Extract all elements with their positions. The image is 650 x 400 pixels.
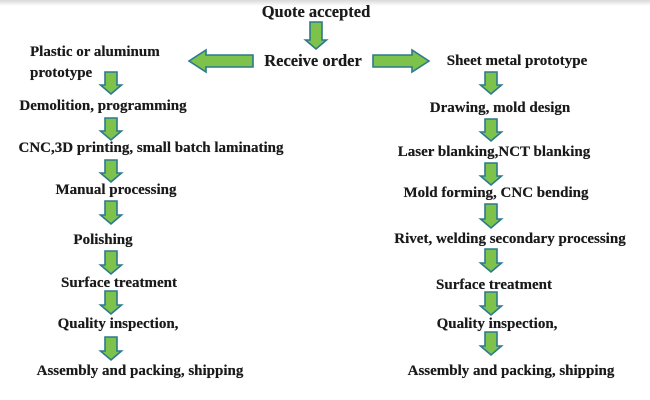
node-right-step-3: Mold forming, CNC bending [403,185,589,201]
node-left-title-line2: prototype [30,65,93,81]
node-left-step-5: Surface treatment [61,275,177,291]
node-right-step-1: Drawing, mold design [429,100,571,116]
down-arrow-icon [478,118,504,143]
down-arrow-icon [98,290,124,316]
down-arrow-icon [98,117,124,142]
node-right-step-2: Laser blanking,NCT blanking [397,144,591,160]
top-shade [0,0,650,6]
node-left-step-1: Demolition, programming [19,98,187,114]
node-receive-order: Receive order [264,51,362,70]
node-right-step-6: Quality inspection, [436,316,558,332]
down-arrow-icon [98,159,124,184]
down-arrow-icon [478,162,504,187]
node-left-title-line1: Plastic or aluminum [30,44,160,60]
node-left-step-7: Assembly and packing, shipping [36,363,244,379]
right-arrow-icon [372,48,431,74]
down-arrow-icon [98,336,124,362]
node-right-step-7: Assembly and packing, shipping [407,363,615,379]
node-left-step-6: Quality inspection, [57,316,179,332]
left-arrow-icon [187,48,254,74]
down-arrow-icon [303,21,329,51]
node-quote-accepted: Quote accepted [261,2,371,21]
down-arrow-icon [478,71,504,96]
node-right-title: Sheet metal prototype [446,53,588,69]
down-arrow-icon [98,250,124,276]
down-arrow-icon [478,203,504,230]
down-arrow-icon [98,71,124,96]
node-left-step-3: Manual processing [55,182,177,198]
down-arrow-icon [478,248,504,274]
node-right-step-5: Surface treatment [436,277,552,293]
node-right-step-4: Rivet, welding secondary processing [394,231,626,247]
node-left-step-4: Polishing [73,232,133,248]
down-arrow-icon [478,331,504,357]
node-left-step-2: CNC,3D printing, small batch laminating [18,140,284,156]
down-arrow-icon [478,291,504,317]
down-arrow-icon [98,200,124,226]
